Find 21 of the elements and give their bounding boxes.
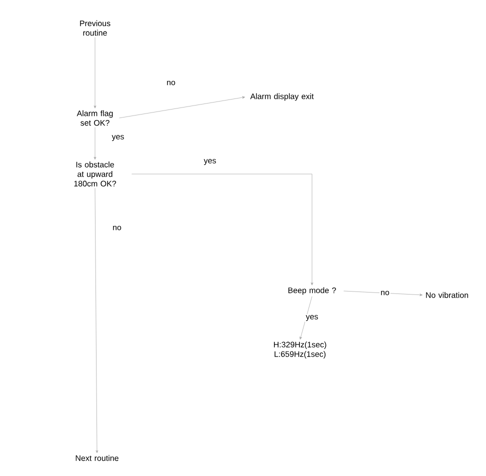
arrow xyxy=(94,37,96,108)
result-text: No vibration xyxy=(426,292,468,298)
decision-text: Alarm flag set OK? xyxy=(76,110,113,126)
process-text: H:329Hz(1sec) L:659Hz(1sec) xyxy=(274,342,326,358)
arrow xyxy=(300,296,312,340)
arrow xyxy=(344,290,422,296)
terminal-text: Previous routine xyxy=(80,20,110,36)
arrow xyxy=(132,174,314,286)
arrow xyxy=(94,188,98,454)
edge-label: yes xyxy=(202,158,218,166)
process-text: Alarm display exit xyxy=(250,93,314,101)
arrow xyxy=(94,127,96,160)
edge-label: no xyxy=(166,80,176,86)
edge-label: no xyxy=(380,290,390,296)
decision-text: Is obstacle at upward 180cm OK? xyxy=(74,162,116,186)
edge-label: no xyxy=(112,224,122,232)
edge-label: yes xyxy=(110,134,126,142)
arrow xyxy=(119,96,245,118)
decision-text: Beep mode ? xyxy=(288,287,336,295)
terminal-text: Next routine xyxy=(76,455,118,461)
edge-label: yes xyxy=(304,314,320,322)
